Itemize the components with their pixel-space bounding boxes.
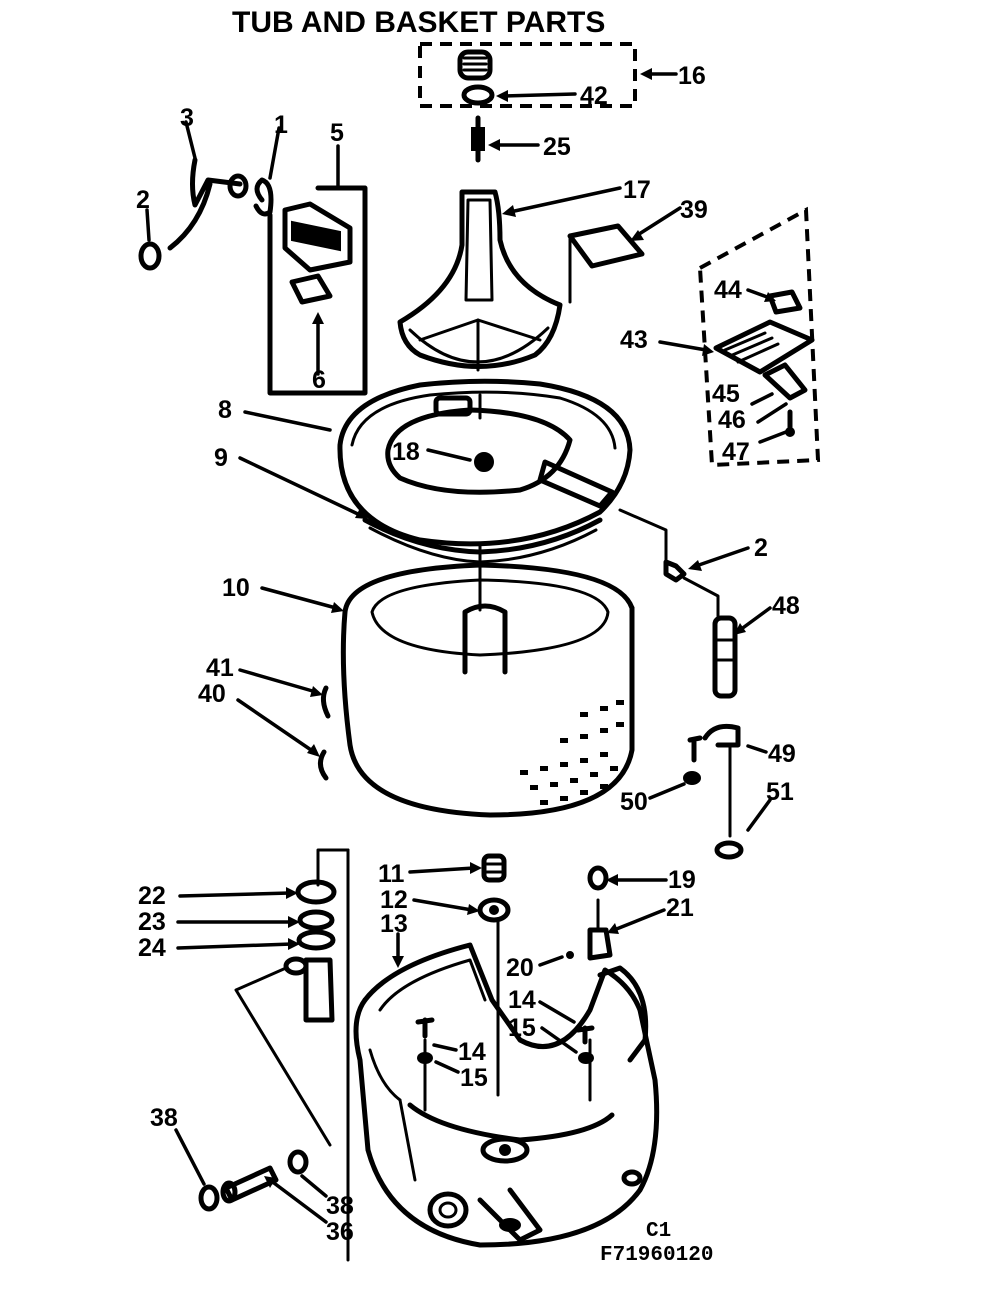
callout-13: 13 xyxy=(380,910,408,938)
suspension-bracket-assembly xyxy=(267,185,368,396)
pump-stack xyxy=(283,848,350,1023)
callout-25: 25 xyxy=(543,133,571,161)
outer-tub xyxy=(353,918,660,1248)
callout-19: 19 xyxy=(668,866,696,894)
bleach-dispenser-assembly xyxy=(697,206,821,468)
hose xyxy=(167,157,249,251)
callout-42: 42 xyxy=(580,82,608,110)
hose-ring xyxy=(663,559,687,583)
callout-43: 43 xyxy=(620,326,648,354)
callout-labels: 16 42 25 17 39 3 1 5 2 6 44 43 45 46 47 … xyxy=(136,62,800,1246)
callout-16: 16 xyxy=(678,62,706,90)
callout-23: 23 xyxy=(138,908,166,936)
callout-1: 1 xyxy=(274,111,288,139)
tub-screws-right xyxy=(575,1025,595,1064)
callout-22: 22 xyxy=(138,882,166,910)
callout-38-left: 38 xyxy=(150,1104,178,1132)
drawing-code-number: F71960120 xyxy=(600,1244,713,1267)
callout-45: 45 xyxy=(712,380,740,408)
callout-41: 41 xyxy=(206,654,234,682)
wash-basket xyxy=(340,562,635,818)
lint-filter xyxy=(567,223,645,304)
o-ring-19 xyxy=(587,865,609,891)
callout-47: 47 xyxy=(722,438,750,466)
callout-12: 12 xyxy=(380,886,408,914)
callout-15-right: 15 xyxy=(508,1014,536,1042)
callout-20: 20 xyxy=(506,954,534,982)
drain-connector xyxy=(198,1149,309,1212)
callout-51: 51 xyxy=(766,778,794,806)
clamp xyxy=(253,177,274,217)
basket-perforations xyxy=(520,700,624,805)
callout-50: 50 xyxy=(620,788,648,816)
callout-2-top: 2 xyxy=(136,186,150,214)
callout-38-right: 38 xyxy=(326,1192,354,1220)
drive-nut xyxy=(481,853,507,883)
callout-17: 17 xyxy=(623,176,651,204)
tub-gasket xyxy=(362,517,603,612)
siphon-break xyxy=(683,723,744,860)
agitator xyxy=(397,189,563,372)
callout-21: 21 xyxy=(666,894,694,922)
callout-10: 10 xyxy=(222,574,250,602)
tube-21 xyxy=(587,898,613,961)
callout-8: 8 xyxy=(218,396,232,424)
callout-39: 39 xyxy=(680,196,708,224)
callout-49: 49 xyxy=(768,740,796,768)
callout-24: 24 xyxy=(138,934,166,962)
drain-hose xyxy=(712,615,738,699)
callout-5: 5 xyxy=(330,119,344,147)
callout-9: 9 xyxy=(214,444,228,472)
hose-clamp-ring xyxy=(138,241,162,271)
callout-36: 36 xyxy=(326,1218,354,1246)
callout-15-left: 15 xyxy=(460,1064,488,1092)
agitator-cap-assembly xyxy=(418,42,637,108)
callout-48: 48 xyxy=(772,592,800,620)
callout-11: 11 xyxy=(378,860,405,888)
agitator-bolt xyxy=(471,115,485,163)
diagram-title: TUB AND BASKET PARTS xyxy=(232,6,605,39)
callout-18: 18 xyxy=(392,438,420,466)
basket-clip-41 xyxy=(320,685,331,719)
spin-washer xyxy=(477,897,511,923)
callout-46: 46 xyxy=(718,406,746,434)
basket-clip-40 xyxy=(318,749,329,781)
callout-14-right: 14 xyxy=(508,986,536,1014)
callout-14-left: 14 xyxy=(458,1038,486,1066)
callout-2-right: 2 xyxy=(754,534,768,562)
drawing-code-c1: C1 xyxy=(646,1220,671,1243)
tub-screws-left xyxy=(415,1017,435,1064)
callout-6: 6 xyxy=(312,366,326,394)
callout-44: 44 xyxy=(714,276,742,304)
callout-3: 3 xyxy=(180,104,194,132)
callout-40: 40 xyxy=(198,680,226,708)
